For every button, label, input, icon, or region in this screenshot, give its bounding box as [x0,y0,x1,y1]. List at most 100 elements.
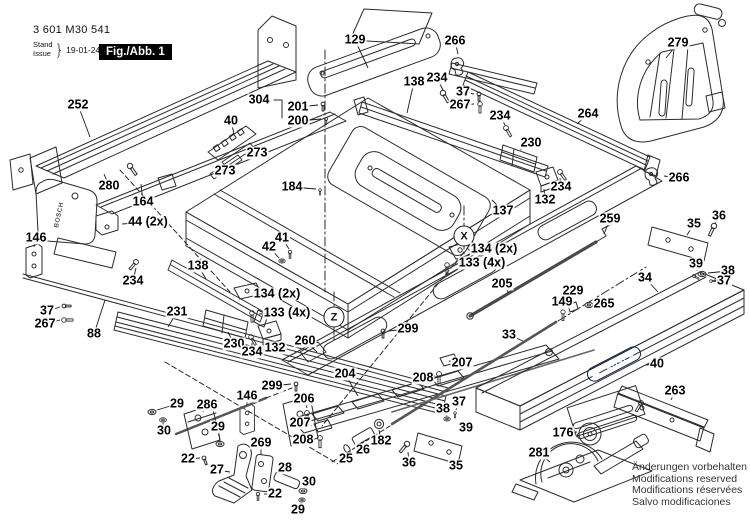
part-callout-149: 149 [550,294,574,309]
part-callout-138: 138 [186,258,210,273]
part-callout-252: 252 [66,97,90,112]
part-callout-230: 230 [519,135,543,150]
part-264-rail-segment [448,62,538,95]
part-callout-42: 42 [261,239,277,254]
part-callout-279: 279 [666,35,690,50]
footer-note-line: Salvo modificaciones [632,495,731,508]
part-callout-27: 27 [209,462,225,477]
part-callout-200: 200 [286,113,310,128]
part-callout-267: 267 [448,97,472,112]
part-callout-229: 229 [561,283,585,298]
part-44-block [95,210,119,236]
part-callout-207: 207 [288,415,312,430]
part-callout-273: 273 [213,163,237,178]
part-callout-263: 263 [663,383,687,398]
part-263-bracket [613,385,715,453]
part-callout-38: 38 [435,401,451,416]
part-callout-266: 266 [667,170,691,185]
part-callout-208: 208 [411,370,435,385]
part-callout-39: 39 [688,256,704,271]
footer-note-line: Modifications réservées [632,484,743,497]
part-callout-138: 138 [402,74,426,89]
part-callout-264: 264 [576,106,600,121]
part-230-strip [499,144,538,173]
part-28-pin [273,471,301,490]
part-207-plate [313,419,333,433]
part-callout-137: 137 [491,203,515,218]
issue-label: Issue [33,49,51,58]
part-callout-304: 304 [247,92,271,107]
part-callout-184: 184 [280,179,304,194]
part-callout-164: 164 [131,194,155,209]
part-callout-38: 38 [720,263,736,278]
footer-note-line: Modifications reserved [632,472,738,485]
stand-label: Stand [33,40,53,50]
part-callout-1334x: 133 (4x) [262,305,312,320]
detail-marker-Z: Z [323,306,345,328]
part-callout-265: 265 [592,296,616,311]
part-callout-29: 29 [210,419,226,434]
part-callout-1342x: 134 (2x) [469,241,519,256]
alignment-line [321,251,465,427]
part-callout-129: 129 [343,32,367,47]
part-callout-281: 281 [527,445,551,460]
issue-date: 19-01-24 [66,45,101,55]
part-27-foot-bracket [211,443,253,504]
part-callout-231: 231 [165,304,189,319]
part-callout-132: 132 [263,340,287,355]
part-callout-205: 205 [490,276,514,291]
part-callout-39: 39 [458,420,474,435]
part-33-rod [390,320,558,426]
part-callout-201: 201 [286,99,310,114]
part-callout-30: 30 [156,423,172,438]
alignment-line [119,169,231,293]
part-205-rod [468,240,598,318]
part-callout-234: 234 [240,344,264,359]
part-callout-234: 234 [488,108,512,123]
drawing-header: 3 601 M30 541 Stand Issue } 19-01-24 [33,24,110,59]
part-callout-33: 33 [501,327,517,342]
part-273-strip [209,154,243,180]
part-callout-36: 36 [711,208,727,223]
alignment-line [164,361,339,465]
part-callout-299: 299 [396,321,420,336]
part-281-miter-gauge [511,433,653,503]
part-top-left-panel [257,15,297,89]
part-callout-35: 35 [686,216,702,231]
part-callout-41: 41 [274,230,290,245]
part-34-fence: BOSCH [475,271,745,431]
part-callout-299: 299 [260,378,284,393]
part-264-rear-rail [462,71,661,177]
part-callout-37: 37 [451,394,467,409]
part-callout-25: 25 [338,451,354,466]
part-callout-208: 208 [291,432,315,447]
part-279-blade-guard [616,3,726,143]
part-40-strip [207,125,257,161]
part-callout-22: 22 [267,486,283,501]
part-callout-146: 146 [24,230,48,245]
brace-glyph: } [54,41,65,59]
part-callout-207: 207 [450,355,474,370]
part-184-table-top [185,97,531,339]
part-164-screw [125,161,177,191]
figure-badge: Fig./Abb. 1 [99,44,172,60]
part-callout-1342x: 134 (2x) [252,286,302,301]
part-callout-37: 37 [716,273,732,288]
part-132-bracket-left [257,320,282,346]
part-callout-26: 26 [355,442,371,457]
part-callout-29: 29 [169,396,185,411]
rod-axis [557,266,647,322]
part-callout-36: 36 [401,455,417,470]
footer-note-line: Änderungen vorbehalten [632,461,748,473]
bracket-304-lines [273,99,283,119]
part-176-lock-assembly [566,385,646,446]
part-callout-22: 22 [180,451,196,466]
part-callout-286: 286 [195,397,219,412]
part-callout-269: 269 [249,435,273,450]
part-callout-35: 35 [448,458,464,473]
part-callout-234: 234 [549,179,573,194]
type-number: 3 601 M30 541 [33,24,111,36]
part-callout-146: 146 [235,388,259,403]
part-callout-40: 40 [223,113,239,128]
part-callout-132: 132 [533,192,557,207]
